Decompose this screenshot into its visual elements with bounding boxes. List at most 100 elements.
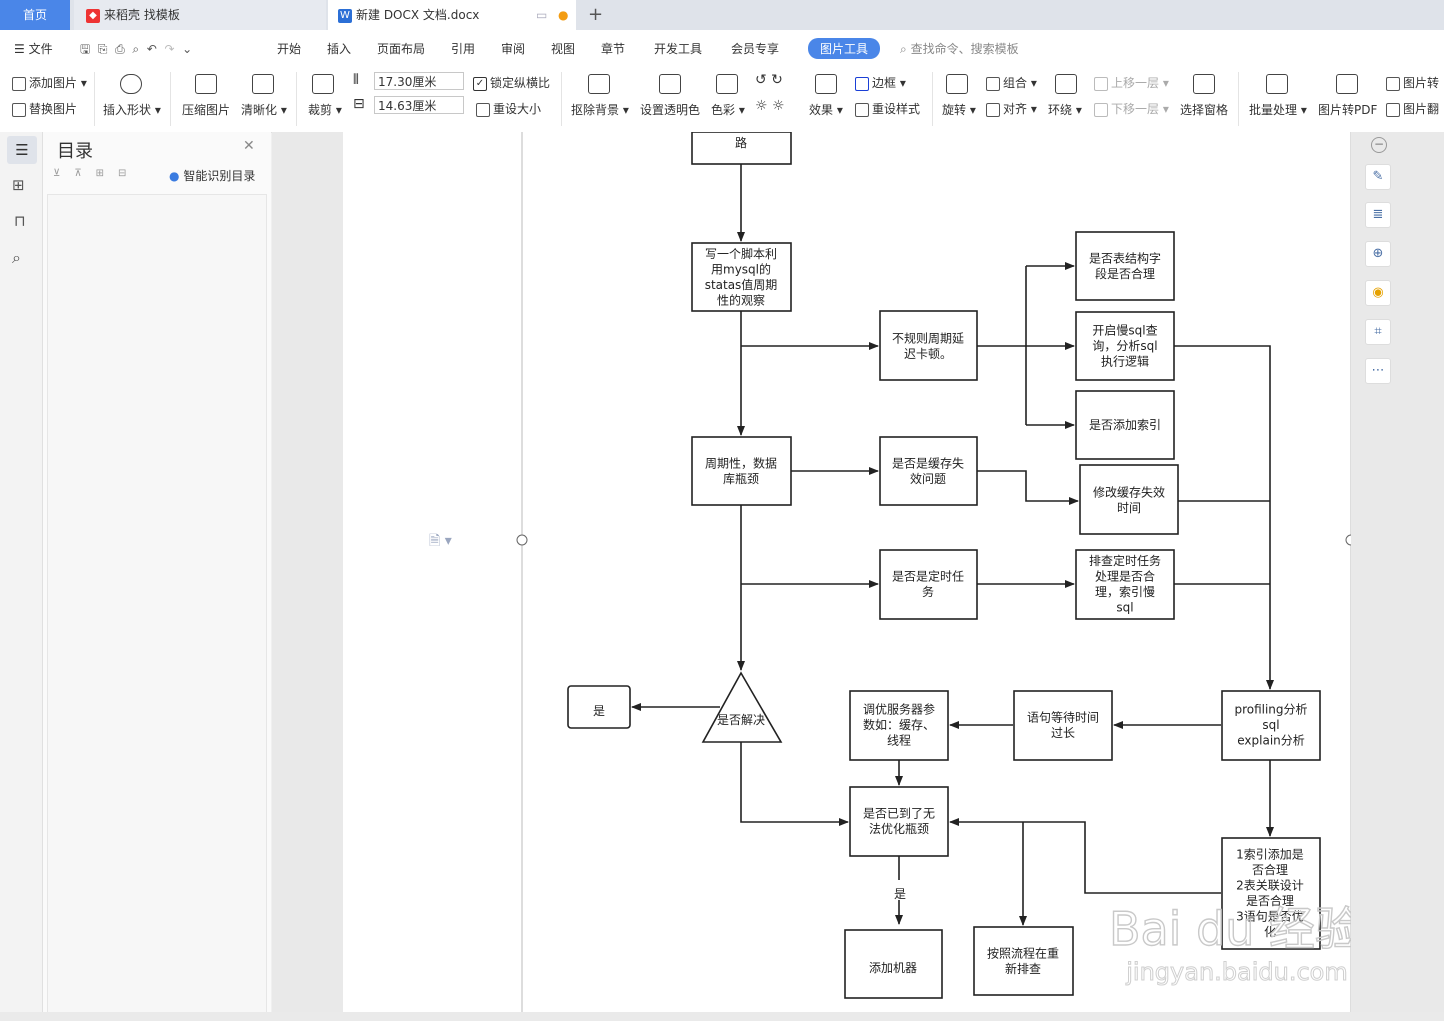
edit-icon[interactable]: ✎ bbox=[1365, 164, 1391, 190]
flow-node-index-check bbox=[1221, 837, 1321, 950]
menu-review[interactable]: 审阅 bbox=[501, 42, 526, 56]
crop-tool-icon[interactable]: ⌗ bbox=[1365, 319, 1391, 345]
picture-to-pdf-button[interactable]: 图片转PDF bbox=[1318, 103, 1378, 117]
command-search[interactable]: ⌕ 查找命令、搜索模板 bbox=[900, 40, 1019, 57]
group-button[interactable]: 组合 ▾ bbox=[986, 74, 1037, 91]
file-menu[interactable]: ☰ 文件 bbox=[14, 40, 53, 57]
flow-node-add-machine bbox=[844, 929, 943, 999]
add-picture-button[interactable]: 添加图片 ▾ bbox=[12, 74, 87, 91]
menu-references[interactable]: 引用 bbox=[451, 42, 476, 56]
menu-start[interactable]: 开始 bbox=[277, 42, 302, 56]
resize-handle-right[interactable] bbox=[1345, 534, 1351, 546]
flow-label-n15: 添加机器 bbox=[869, 961, 917, 975]
lightbulb-icon[interactable]: ◉ bbox=[1365, 280, 1391, 306]
print-preview-icon[interactable]: ⌕ bbox=[132, 42, 140, 56]
text-wrap-icon[interactable]: ≣ bbox=[1365, 202, 1391, 228]
rotate-label: 旋转 bbox=[942, 103, 967, 117]
picture-translate-button[interactable]: 图片翻 bbox=[1386, 100, 1439, 117]
flow-label-n9: 是否是定时任务 bbox=[892, 568, 964, 599]
remove-background-button[interactable]: 抠除背景 ▾ bbox=[571, 103, 629, 117]
print-icon[interactable]: ⎙ bbox=[115, 42, 125, 56]
group-label: 组合 bbox=[1003, 76, 1028, 90]
flow-node-bottleneck bbox=[849, 786, 949, 857]
width-input[interactable]: 17.30厘米 bbox=[374, 72, 464, 90]
picture-to-text-button[interactable]: 图片转 bbox=[1386, 74, 1439, 91]
compress-picture-button[interactable]: 压缩图片 bbox=[182, 103, 231, 117]
outline-controls[interactable]: ⊻⊼⊞⊟ bbox=[53, 168, 141, 179]
send-backward-button[interactable]: 下移一层 ▾ bbox=[1094, 100, 1169, 117]
unsaved-dot-icon: ● bbox=[558, 8, 569, 22]
crop-button[interactable]: 裁剪 ▾ bbox=[308, 103, 342, 117]
tab-daoke-templates[interactable]: ◆来稻壳 找模板 bbox=[74, 0, 326, 30]
flow-node-profiling bbox=[1221, 690, 1321, 761]
tab-home[interactable]: 首页 bbox=[0, 0, 70, 30]
brightness-icon[interactable]: ☼ ☼ bbox=[755, 98, 785, 114]
reset-size-icon bbox=[476, 102, 490, 117]
menu-developer[interactable]: 开发工具 bbox=[654, 42, 703, 56]
bring-forward-button[interactable]: 上移一层 ▾ bbox=[1094, 74, 1169, 91]
reset-style-icon bbox=[855, 102, 869, 117]
menu-page-layout[interactable]: 页面布局 bbox=[377, 42, 426, 56]
align-button[interactable]: 对齐 ▾ bbox=[986, 100, 1037, 117]
chapter-nav-icon[interactable]: ⊞ bbox=[12, 176, 25, 194]
customize-dropdown-icon[interactable]: ⌄ bbox=[182, 42, 193, 56]
replace-picture-button[interactable]: 替换图片 bbox=[12, 100, 77, 117]
zoom-in-icon[interactable]: ⊕ bbox=[1365, 241, 1391, 267]
insert-shape-label: 插入形状 bbox=[103, 103, 152, 117]
word-doc-icon: W bbox=[338, 8, 352, 23]
tab-monitor-icon[interactable]: ▭ bbox=[536, 8, 548, 22]
set-transparent-button[interactable]: 设置透明色 bbox=[640, 103, 701, 117]
checkbox-checked-icon: ✓ bbox=[473, 76, 487, 91]
paragraph-options-icon[interactable]: 🗎 ▾ bbox=[429, 533, 452, 549]
menu-membership[interactable]: 会员专享 bbox=[731, 42, 780, 56]
group-icon bbox=[986, 76, 1000, 91]
search-icon: ⌕ bbox=[900, 42, 907, 56]
picture-translate-label: 图片翻 bbox=[1403, 102, 1440, 116]
new-tab-button[interactable]: + bbox=[588, 4, 604, 25]
menu-chapter[interactable]: 章节 bbox=[601, 42, 626, 56]
sharpen-button[interactable]: 清晰化 ▾ bbox=[241, 103, 287, 117]
undo-icon[interactable]: ↶ bbox=[146, 42, 157, 56]
menu-insert[interactable]: 插入 bbox=[327, 42, 352, 56]
collapse-icon[interactable]: − bbox=[1371, 137, 1387, 153]
flow-node-tune bbox=[849, 690, 949, 761]
selection-pane-icon bbox=[1193, 74, 1215, 94]
rotate-ccw-icon[interactable]: ↺ ↻ bbox=[755, 72, 783, 88]
flow-node-cron-check bbox=[1075, 549, 1175, 620]
menu-picture-tools[interactable]: 图片工具 bbox=[808, 38, 881, 59]
add-picture-icon bbox=[12, 76, 26, 91]
height-input[interactable]: 14.63厘米 bbox=[374, 96, 464, 114]
reset-style-button[interactable]: 重设样式 bbox=[855, 100, 920, 117]
more-icon[interactable]: ⋯ bbox=[1365, 358, 1391, 384]
effects-button[interactable]: 效果 ▾ bbox=[809, 103, 843, 117]
flow-label-n3: 是否表结构字段是否合理 bbox=[1089, 250, 1161, 281]
reset-size-button[interactable]: 重设大小 bbox=[476, 100, 541, 117]
outline-icon[interactable]: ☰ bbox=[7, 136, 37, 164]
flow-node-irregular bbox=[879, 310, 978, 381]
save-icon[interactable]: 🖫 bbox=[80, 42, 91, 56]
insert-shape-button[interactable]: 插入形状 ▾ bbox=[103, 103, 161, 117]
tab-daoke-label: 来稻壳 找模板 bbox=[104, 8, 180, 22]
close-icon[interactable]: ✕ bbox=[243, 138, 255, 154]
selection-pane-button[interactable]: 选择窗格 bbox=[1180, 103, 1229, 117]
lock-ratio-checkbox[interactable]: ✓锁定纵横比 bbox=[473, 74, 550, 91]
batch-process-button[interactable]: 批量处理 ▾ bbox=[1249, 103, 1307, 117]
export-icon[interactable]: ⎘ bbox=[97, 42, 108, 56]
flow-node-wait-time bbox=[1013, 690, 1113, 761]
rotate-button[interactable]: 旋转 ▾ bbox=[942, 103, 976, 117]
menu-view[interactable]: 视图 bbox=[551, 42, 576, 56]
redo-icon[interactable]: ↷ bbox=[164, 42, 175, 56]
divider bbox=[932, 72, 933, 126]
search-icon[interactable]: ⌕ bbox=[12, 248, 21, 267]
menu-bar: ☰ 文件 🖫 ⎘ ⎙ ⌕ ↶ ↷ ⌄ 开始 插入 页面布局 引用 审阅 视图 章… bbox=[0, 30, 1444, 66]
resize-handle-left[interactable] bbox=[516, 534, 528, 546]
color-button[interactable]: 色彩 ▾ bbox=[711, 103, 745, 117]
flow-node-cache bbox=[879, 436, 978, 506]
border-label: 边框 bbox=[872, 76, 897, 90]
smart-toc-button[interactable]: ● 智能识别目录 bbox=[169, 167, 255, 184]
wrap-button[interactable]: 环绕 ▾ bbox=[1048, 103, 1082, 117]
border-button[interactable]: 边框 ▾ bbox=[855, 74, 906, 91]
bookmark-icon[interactable]: ⊓ bbox=[14, 212, 26, 230]
